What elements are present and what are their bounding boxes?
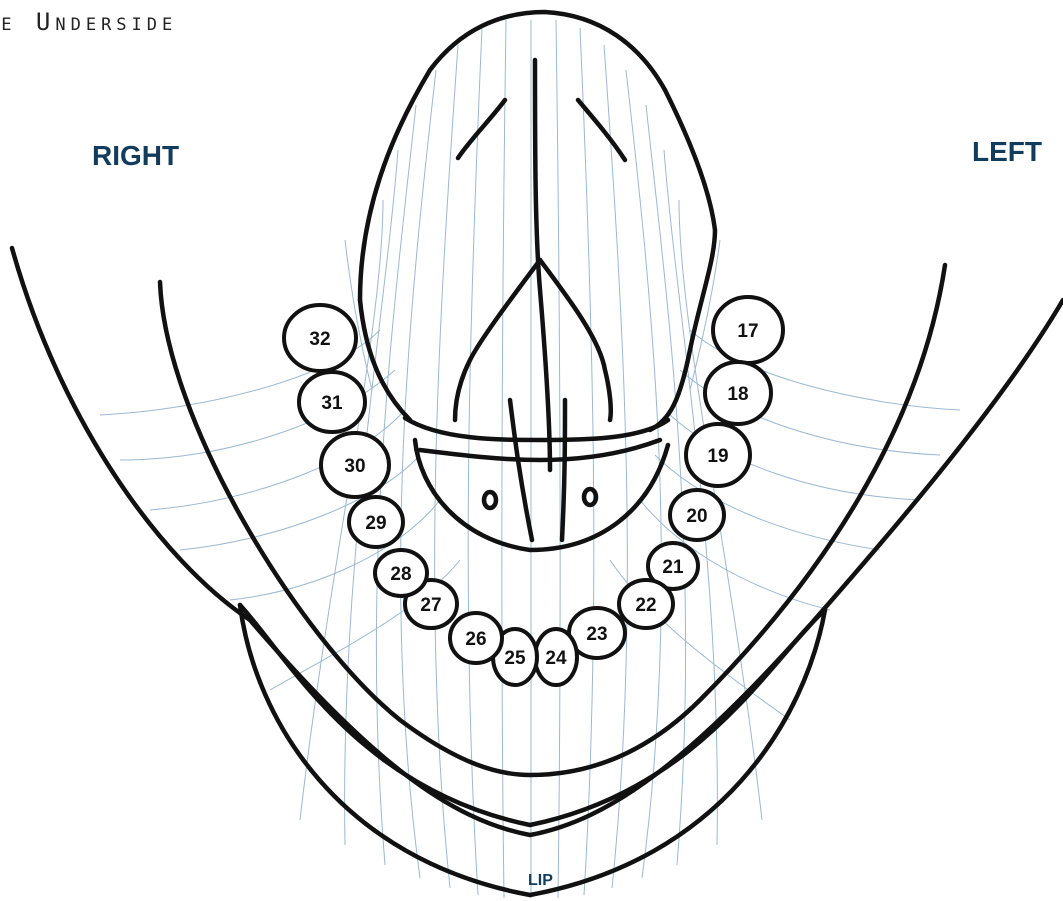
tooth-number-label: 23 bbox=[586, 624, 607, 645]
tooth-number-label: 20 bbox=[686, 506, 707, 527]
tooth-number-label: 32 bbox=[309, 329, 330, 350]
tongue-vein-right bbox=[458, 100, 505, 158]
floor-inner-line bbox=[420, 440, 660, 460]
tooth-number-label: 28 bbox=[390, 564, 411, 585]
frenulum-right-fold bbox=[540, 260, 611, 420]
guide-line bbox=[401, 70, 436, 878]
tooth-number-label: 29 bbox=[365, 513, 386, 534]
teeth-group: 17 18 19 20 21 22 23 24 25 26 27 28 29 30 31 32 bbox=[284, 297, 783, 685]
tooth-number-label: 19 bbox=[707, 446, 728, 467]
tooth-number-label: 17 bbox=[737, 321, 758, 342]
frenulum-left-fold bbox=[455, 260, 540, 420]
guide-line bbox=[345, 240, 372, 390]
tooth-number-label: 18 bbox=[727, 384, 748, 405]
tooth-number-label: 26 bbox=[465, 629, 486, 650]
tooth-19[interactable]: 19 bbox=[686, 424, 750, 486]
duct-opening-right bbox=[484, 492, 496, 508]
tongue-left-edge bbox=[360, 300, 410, 420]
guide-line bbox=[435, 45, 458, 888]
anatomy-outlines bbox=[12, 12, 1063, 895]
lip-label: LIP bbox=[528, 872, 553, 890]
tooth-24[interactable]: 24 bbox=[535, 629, 577, 685]
floor-of-mouth-top bbox=[405, 418, 668, 440]
floor-of-mouth-bottom bbox=[415, 440, 668, 550]
duct-opening-left bbox=[584, 489, 596, 505]
tooth-number-label: 22 bbox=[635, 595, 656, 616]
tooth-20[interactable]: 20 bbox=[670, 490, 724, 540]
inner-face-curve bbox=[160, 265, 945, 775]
tooth-29[interactable]: 29 bbox=[349, 497, 403, 547]
tooth-number-label: 30 bbox=[344, 456, 365, 477]
tooth-18[interactable]: 18 bbox=[705, 362, 771, 424]
tooth-28[interactable]: 28 bbox=[375, 550, 427, 596]
tooth-32[interactable]: 32 bbox=[284, 305, 356, 371]
sublingual-fold-left bbox=[562, 400, 565, 540]
tooth-number-label: 31 bbox=[321, 393, 343, 414]
tooth-number-label: 25 bbox=[504, 648, 526, 669]
sublingual-fold-right bbox=[510, 400, 532, 540]
tooth-31[interactable]: 31 bbox=[299, 372, 365, 432]
tooth-26[interactable]: 26 bbox=[450, 613, 502, 663]
tooth-17[interactable]: 17 bbox=[713, 297, 783, 363]
tooth-number-label: 24 bbox=[545, 648, 567, 669]
tooth-number-label: 21 bbox=[662, 557, 684, 578]
tooth-22[interactable]: 22 bbox=[619, 580, 673, 628]
tooth-30[interactable]: 30 bbox=[321, 433, 389, 497]
tooth-number-label: 27 bbox=[420, 595, 441, 616]
